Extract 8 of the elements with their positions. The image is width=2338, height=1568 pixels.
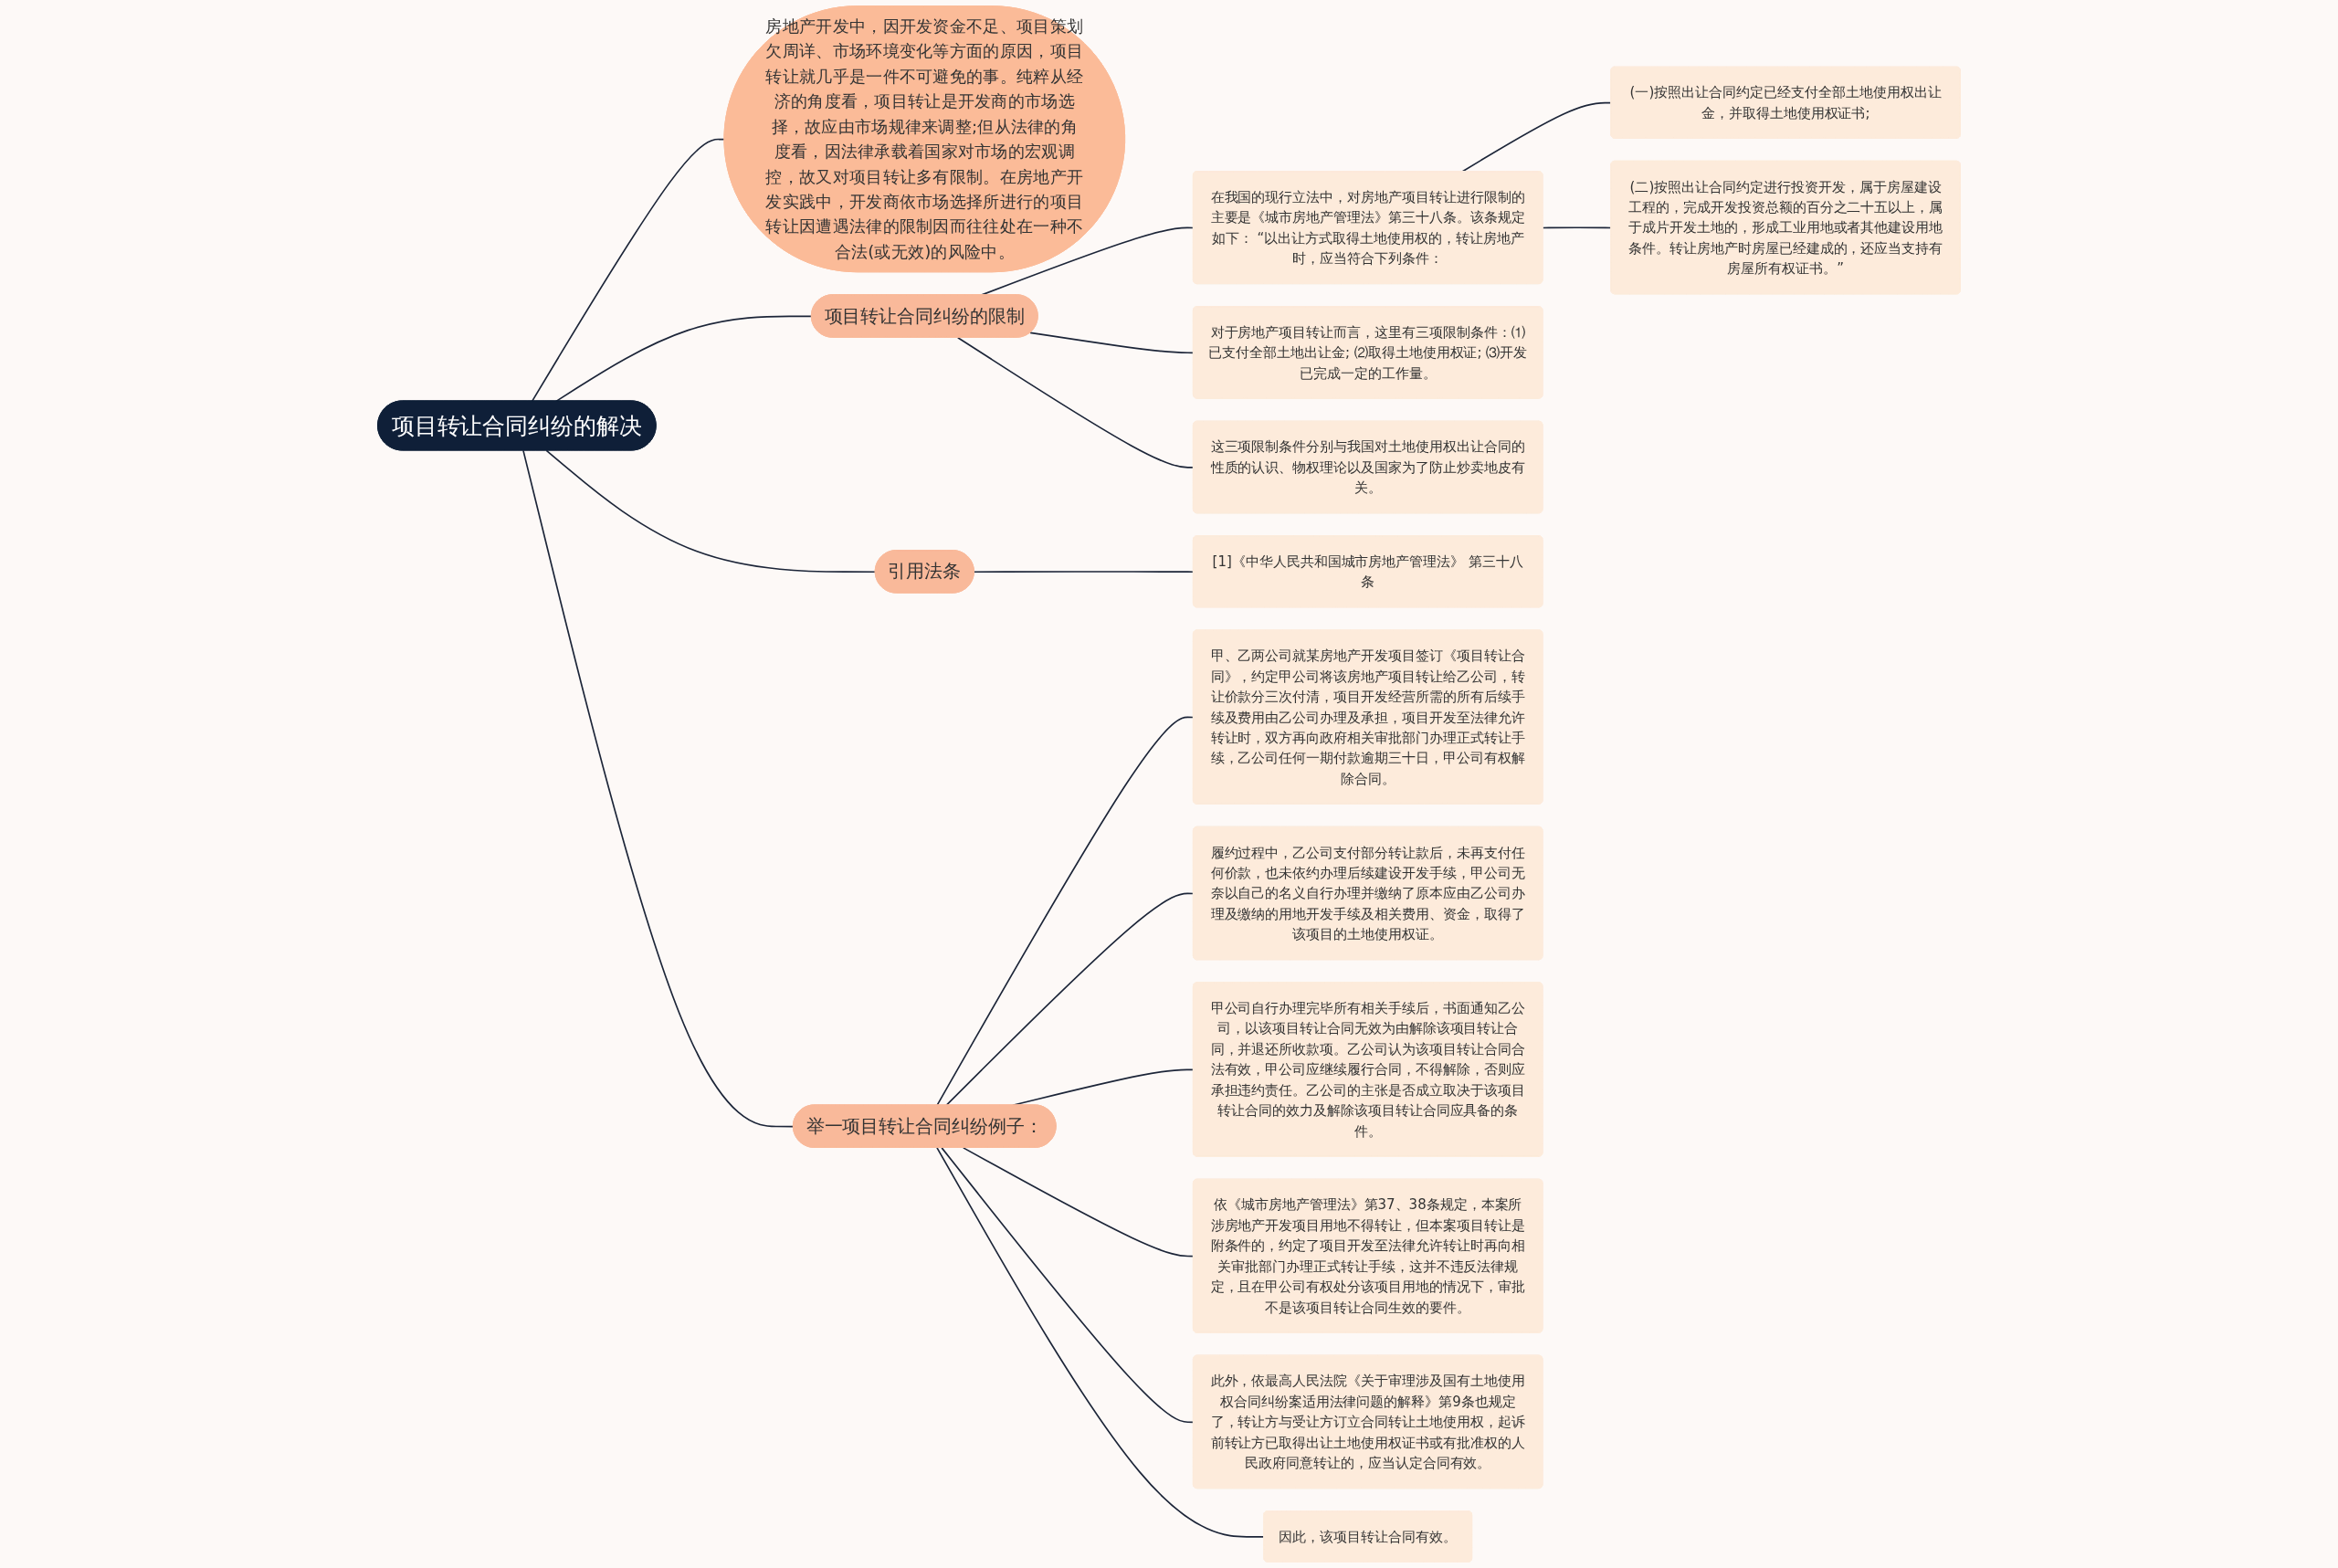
connector — [957, 336, 1195, 468]
connector — [941, 1147, 1195, 1424]
connector — [522, 449, 795, 1128]
connector — [962, 1147, 1195, 1258]
connector — [936, 1147, 1265, 1538]
connector — [545, 449, 877, 574]
connector — [1029, 331, 1195, 354]
connector — [973, 571, 1195, 574]
